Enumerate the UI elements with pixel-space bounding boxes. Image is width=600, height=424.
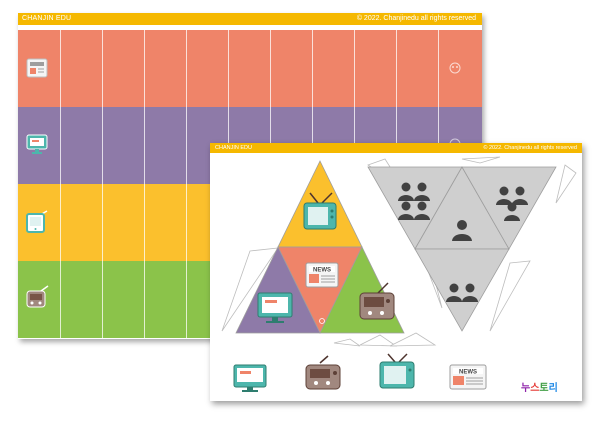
logo-part: 리: [548, 383, 558, 394]
column-divider: [102, 30, 103, 338]
monitor-icon: [233, 364, 267, 392]
monitor-icon: [257, 292, 293, 323]
front-header-bar: CHANJIN EDU © 2022. Chanjinedu all right…: [210, 143, 582, 153]
band-red: [18, 30, 482, 107]
tv-icon: [379, 353, 415, 389]
pyramid-cutout-diagram: NEWS: [221, 156, 577, 392]
center-symbol-icon: [319, 318, 325, 324]
fold-tab: [359, 334, 398, 347]
newspaper-label: NEWS: [459, 370, 477, 376]
logo-part: 토: [539, 383, 549, 394]
fold-tab: [221, 247, 279, 332]
group-of-four-icon: [398, 182, 430, 220]
fold-tab: [389, 332, 437, 347]
fold-tab: [333, 338, 361, 347]
logo-prefix: 누: [521, 383, 531, 394]
newspaper-icon: NEWS: [305, 262, 339, 288]
newspaper-icon: NEWS: [449, 364, 487, 390]
column-divider: [144, 30, 145, 338]
group-of-three-icon: [496, 186, 528, 221]
triangle-gray-bottom: [414, 248, 510, 332]
logo-part: 스: [530, 383, 540, 394]
front-header-copyright: © 2022. Chanjinedu all rights reserved: [483, 145, 577, 151]
newspaper-label: NEWS: [313, 268, 331, 274]
triangle-left-purple: [235, 246, 321, 334]
brand-logo: 누스토리: [521, 379, 558, 394]
tablet-icon: [26, 210, 48, 233]
back-header-bar: CHANJIN EDU © 2022. Chanjinedu all right…: [18, 13, 482, 25]
back-header-copyright: © 2022. Chanjinedu all rights reserved: [356, 15, 476, 22]
tv-icon: [303, 192, 337, 230]
monitor-icon: [26, 134, 48, 154]
radio-icon: [359, 282, 395, 320]
pair-of-people-icon: [446, 283, 478, 302]
fold-tab: [489, 260, 531, 332]
front-worksheet: CHANJIN EDU © 2022. Chanjinedu all right…: [210, 143, 582, 401]
fold-tab: [461, 156, 501, 164]
column-divider: [60, 30, 61, 338]
person-icon: [452, 220, 472, 241]
decorative-mark-icon: [449, 62, 461, 74]
column-divider: [186, 30, 187, 338]
radio-icon: [26, 285, 49, 308]
radio-icon: [305, 355, 341, 390]
fold-tab: [555, 164, 577, 204]
newspaper-icon: [26, 58, 48, 78]
front-header-brand: CHANJIN EDU: [215, 145, 252, 151]
back-header-brand: CHANJIN EDU: [22, 15, 72, 22]
